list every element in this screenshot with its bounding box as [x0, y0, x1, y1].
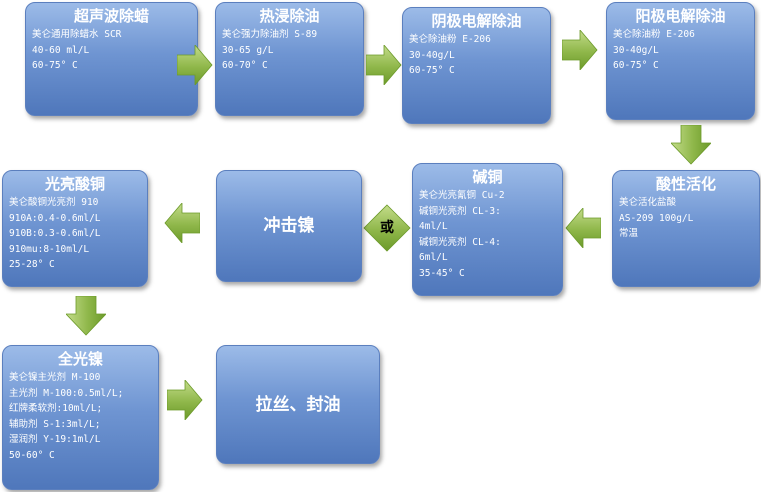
- step-detail: 35-45° C: [419, 267, 465, 279]
- arrow-down-icon: [66, 296, 106, 336]
- step-detail: 910mu:8-10ml/L: [9, 243, 90, 255]
- or-diamond-icon: [363, 204, 411, 252]
- step-detail: 60-70° C: [222, 60, 268, 71]
- step-detail: 主光剂 M-100:0.5ml/L;: [9, 387, 124, 399]
- step-detail: 910A:0.4-0.6ml/L: [9, 212, 101, 224]
- step-detail: 25-28° C: [9, 259, 55, 270]
- arrow-down-icon: [671, 125, 711, 165]
- arrow-left-icon: [565, 208, 601, 248]
- step-detail: 30-65 g/L: [222, 44, 274, 56]
- step-full-bright-nickel: 全光镍 美仑镍主光剂 M-100 主光剂 M-100:0.5ml/L; 红牌柔软…: [2, 345, 159, 490]
- step-detail: 辅助剂 S-1:3ml/L;: [9, 418, 101, 430]
- step-detail: 910B:0.3-0.6ml/L: [9, 228, 101, 239]
- step-detail: 6ml/L: [419, 252, 448, 263]
- step-ultrasonic-dewax: 超声波除蜡 美仑通用除蜡水 SCR 40-60 ml/L 60-75° C: [25, 2, 198, 116]
- step-detail: 30-40g/L: [613, 44, 659, 56]
- arrow-right-icon: [562, 30, 598, 70]
- step-title: 全光镍: [57, 350, 103, 368]
- step-title: 拉丝、封油: [255, 394, 341, 415]
- step-detail: 美仑通用除蜡水 SCR: [32, 29, 122, 40]
- step-alkaline-copper: 碱铜 美仑光亮氰铜 Cu-2 碱铜光亮剂 CL-3: 4ml/L 碱铜光亮剂 C…: [412, 163, 563, 296]
- step-anodic-degrease: 阳极电解除油 美仑除油粉 E-206 30-40g/L 60-75° C: [606, 2, 755, 120]
- step-detail: 美仑强力除油剂 S-89: [222, 29, 318, 40]
- step-cathodic-degrease: 阴极电解除油 美仑除油粉 E-206 30-40g/L 60-75° C: [402, 7, 551, 124]
- step-detail: 美仑光亮氰铜 Cu-2: [419, 190, 505, 201]
- arrow-right-icon: [177, 45, 213, 85]
- arrow-right-icon: [366, 45, 402, 85]
- step-detail: 美仑活化盐酸: [619, 197, 677, 208]
- step-title: 超声波除蜡: [73, 7, 149, 25]
- step-detail: 60-75° C: [32, 60, 78, 71]
- step-acid-activation: 酸性活化 美仑活化盐酸 AS-209 100g/L 常温: [612, 170, 760, 287]
- step-title: 阴极电解除油: [431, 12, 522, 30]
- step-detail: AS-209 100g/L: [619, 212, 694, 224]
- step-hot-degrease: 热浸除油 美仑强力除油剂 S-89 30-65 g/L 60-70° C: [215, 2, 364, 116]
- step-title: 酸性活化: [655, 175, 716, 193]
- step-detail: 30-40g/L: [409, 49, 455, 61]
- step-detail: 美仑除油粉 E-206: [409, 34, 491, 45]
- step-title: 冲击镍: [263, 216, 315, 236]
- arrow-right-icon: [167, 380, 203, 420]
- step-detail: 4ml/L: [419, 221, 448, 232]
- step-detail: 常温: [619, 228, 639, 239]
- step-bright-acid-copper: 光亮酸铜 美仑酸铜光亮剂 910 910A:0.4-0.6ml/L 910B:0…: [2, 170, 148, 287]
- step-detail: 60-75° C: [613, 60, 659, 71]
- step-detail: 湿润剂 Y-19:1ml/L: [9, 434, 101, 445]
- step-nickel-strike: 冲击镍: [216, 170, 362, 282]
- step-detail: 40-60 ml/L: [32, 44, 90, 56]
- step-title: 碱铜: [472, 168, 503, 186]
- step-brush-oil-seal: 拉丝、封油: [216, 345, 380, 464]
- step-detail: 美仑酸铜光亮剂 910: [9, 197, 99, 208]
- step-detail: 红牌柔软剂:10ml/L;: [9, 403, 103, 414]
- step-detail: 美仑镍主光剂 M-100: [9, 372, 101, 383]
- step-title: 光亮酸铜: [44, 175, 105, 193]
- or-label: 或: [380, 220, 394, 236]
- step-title: 热浸除油: [259, 7, 320, 25]
- step-detail: 60-75° C: [409, 65, 455, 76]
- arrow-left-icon: [164, 203, 200, 243]
- step-detail: 50-60° C: [9, 449, 55, 461]
- step-detail: 碱铜光亮剂 CL-4:: [419, 236, 501, 248]
- step-detail: 美仑除油粉 E-206: [613, 29, 695, 40]
- step-title: 阳极电解除油: [635, 7, 726, 25]
- step-detail: 碱铜光亮剂 CL-3:: [419, 205, 501, 217]
